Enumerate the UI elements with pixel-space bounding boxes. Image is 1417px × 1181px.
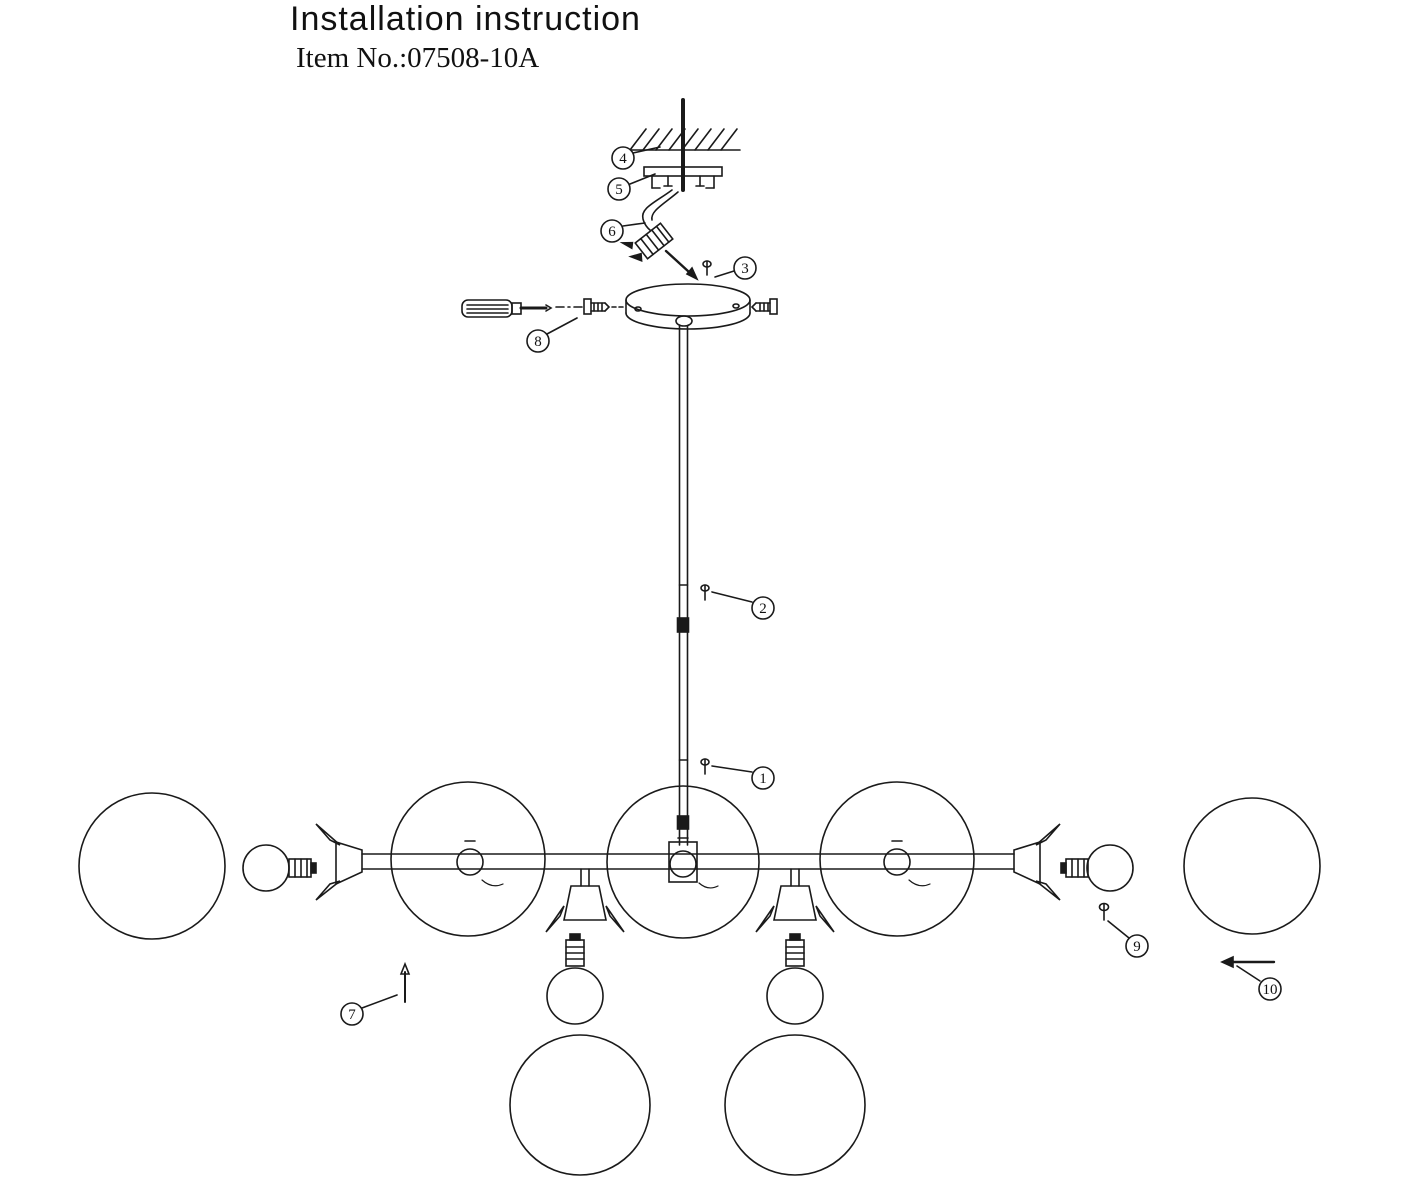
mounting-bracket <box>643 166 723 189</box>
socket-down-right <box>755 868 835 933</box>
rod-set-screw-lower <box>700 758 710 775</box>
bulb-left <box>242 844 317 892</box>
screwdriver-icon <box>461 299 583 318</box>
callout-3-label: 3 <box>741 261 749 277</box>
callout-1: 1 <box>711 765 775 790</box>
page-title: Installation instruction <box>290 0 641 38</box>
callout-2-label: 2 <box>759 601 767 617</box>
item-number: Item No.:07508-10A <box>296 42 540 74</box>
finial-pin <box>399 961 411 1003</box>
callout-4: 4 <box>611 146 661 170</box>
socket-center-reflection <box>698 882 719 889</box>
callout-8: 8 <box>526 317 578 353</box>
pin-10 <box>1220 955 1276 969</box>
callout-10-label: 10 <box>1263 982 1278 998</box>
rod-set-screw-upper <box>700 584 710 601</box>
globe-far-left <box>78 792 226 940</box>
set-screw-9 <box>1098 902 1110 921</box>
globe-center <box>606 785 760 939</box>
bulb-right <box>1060 844 1134 892</box>
canopy-screw-right <box>750 298 778 315</box>
callout-1-label: 1 <box>759 771 767 787</box>
callout-9-label: 9 <box>1133 939 1141 955</box>
cable-arrow <box>664 249 699 281</box>
bulb-down-left <box>546 933 604 1025</box>
callout-5: 5 <box>607 173 656 201</box>
canopy <box>625 283 751 330</box>
canopy-screw-left <box>583 298 625 315</box>
callout-6-label: 6 <box>608 224 616 240</box>
bulb-down-right <box>766 933 824 1025</box>
callout-5-label: 5 <box>615 182 623 198</box>
socket-left-end <box>315 823 363 901</box>
callout-7: 7 <box>340 994 398 1026</box>
globe-far-right <box>1183 797 1321 935</box>
socket-mid-left <box>456 840 504 887</box>
fixture-bar <box>361 853 1015 870</box>
globe-bottom-left <box>509 1034 651 1176</box>
globe-mid-left <box>390 781 546 937</box>
callout-3: 3 <box>714 256 757 280</box>
socket-right-end <box>1013 823 1061 901</box>
canopy-top-screw-icon <box>702 260 712 276</box>
callout-4-label: 4 <box>619 151 627 167</box>
center-hub <box>668 837 698 883</box>
socket-mid-right <box>883 840 931 887</box>
callout-9: 9 <box>1107 920 1149 958</box>
callout-6: 6 <box>600 219 646 243</box>
socket-down-left <box>545 868 625 933</box>
callout-10: 10 <box>1236 965 1282 1001</box>
globe-bottom-right <box>724 1034 866 1176</box>
callout-2: 2 <box>711 591 775 620</box>
wire-connector-block <box>619 222 674 263</box>
callout-8-label: 8 <box>534 334 542 350</box>
globe-mid-right <box>819 781 975 937</box>
callout-7-label: 7 <box>348 1007 356 1023</box>
down-rod <box>676 325 690 846</box>
